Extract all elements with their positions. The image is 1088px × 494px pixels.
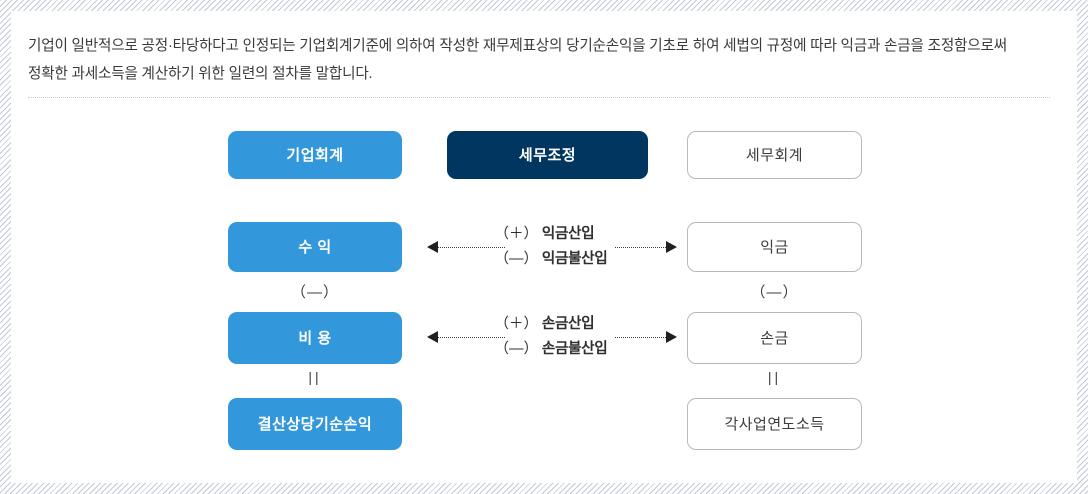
intro-paragraph: 기업이 일반적으로 공정·타당하다고 인정되는 기업회계기준에 의하여 작성한 … xyxy=(28,32,1014,88)
operator-equals-left: || xyxy=(308,369,322,385)
left-box-expense: 비 용 xyxy=(228,312,402,364)
arrow-right-line xyxy=(615,246,666,248)
plus-sign-expense: （＋） xyxy=(494,316,538,332)
arrow-left-head-icon xyxy=(427,241,438,253)
adjustment-label-income-plus: （＋） 익금산입 xyxy=(494,222,607,247)
adjustment-label-expense-plus: （＋） 손금산입 xyxy=(494,312,607,337)
adjustment-group-income: （＋） 익금산입 （—） 익금불산입 xyxy=(415,221,687,273)
header-box-tax-adjustment: 세무조정 xyxy=(447,131,648,179)
adjustment-label-income-minus: （—） 익금불산입 xyxy=(494,247,607,272)
left-box-revenue: 수 익 xyxy=(228,222,402,272)
operator-minus-left: （—） xyxy=(290,284,339,301)
plus-text-expense: 손금산입 xyxy=(541,316,595,332)
minus-sign-income: （—） xyxy=(494,251,538,267)
arrow-left-icon-2 xyxy=(427,331,505,343)
adjustment-label-income: （＋） 익금산입 （—） 익금불산입 xyxy=(494,222,607,272)
adjustment-label-expense-minus: （—） 손금불산입 xyxy=(494,337,607,362)
intro-line-1: 기업이 일반적으로 공정·타당하다고 인정되는 기업회계기준에 의하여 작성한 … xyxy=(28,38,924,54)
tax-adjustment-diagram: 기업회계 세무조정 세무회계 수 익 （—） 비 용 || 결산상당기 순손익 … xyxy=(11,11,1077,483)
arrow-right-head-icon xyxy=(666,241,677,253)
arrow-left-head-icon-2 xyxy=(427,331,438,343)
arrow-right-icon xyxy=(615,241,677,253)
left-box-net-income-line1: 결산상당기 xyxy=(257,415,330,433)
arrow-left-icon xyxy=(427,241,505,253)
left-box-net-income: 결산상당기 순손익 xyxy=(228,398,402,450)
minus-sign-expense: （—） xyxy=(494,341,538,357)
arrow-right-icon-2 xyxy=(615,331,677,343)
operator-minus-right: （—） xyxy=(750,284,799,301)
section-divider xyxy=(28,97,1050,98)
plus-sign-income: （＋） xyxy=(494,226,538,242)
arrow-right-head-icon-2 xyxy=(666,331,677,343)
right-box-deductible-expense: 손금 xyxy=(687,312,862,364)
minus-text-expense: 손금불산입 xyxy=(541,341,608,357)
arrow-right-line-2 xyxy=(615,336,666,338)
header-box-corporate-accounting: 기업회계 xyxy=(228,131,402,179)
right-box-taxable-income-line1: 각사업연도 xyxy=(724,415,796,433)
intro-line-2: 조정함으로써 정확한 과세소득을 계산하기 위한 일련의 절차를 말합니다. xyxy=(28,38,1007,82)
header-box-tax-accounting: 세무회계 xyxy=(687,131,862,179)
adjustment-label-expense: （＋） 손금산입 （—） 손금불산입 xyxy=(494,312,607,362)
plus-text-income: 익금산입 xyxy=(541,226,595,242)
page-content-area: 기업이 일반적으로 공정·타당하다고 인정되는 기업회계기준에 의하여 작성한 … xyxy=(11,11,1077,483)
right-box-taxable-income-line2: 소득 xyxy=(795,415,825,433)
adjustment-group-expense: （＋） 손금산입 （—） 손금불산입 xyxy=(415,311,687,363)
operator-equals-right: || xyxy=(767,369,782,385)
right-box-taxable-income: 각사업연도 소득 xyxy=(687,398,862,450)
arrow-left-line xyxy=(438,246,505,248)
right-box-gross-income: 익금 xyxy=(687,222,862,272)
minus-text-income: 익금불산입 xyxy=(541,251,608,267)
arrow-left-line-2 xyxy=(438,336,505,338)
left-box-net-income-line2: 순손익 xyxy=(329,415,373,433)
